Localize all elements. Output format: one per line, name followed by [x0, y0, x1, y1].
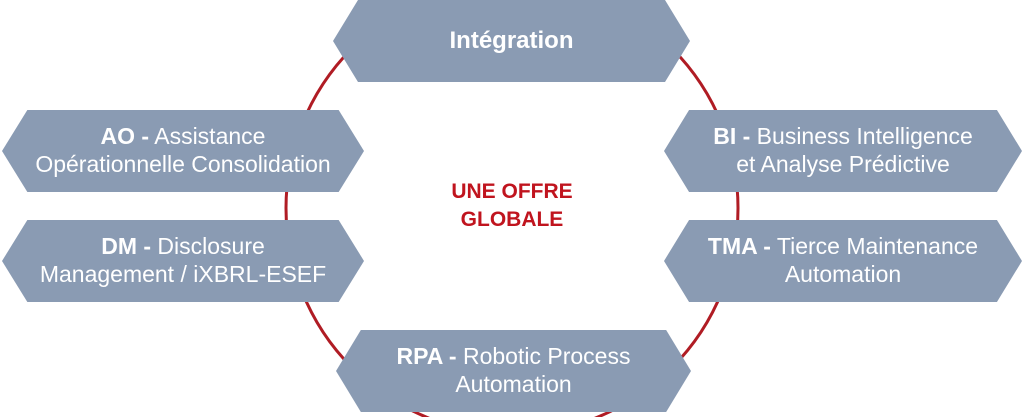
node-rpa-abbr: RPA -	[396, 343, 457, 370]
node-rpa-line2: Automation	[455, 371, 572, 397]
node-ao-line2: Opérationnelle Consolidation	[35, 151, 331, 177]
center-title-line1: UNE OFFRE	[451, 180, 573, 203]
node-bi-abbr: BI -	[713, 123, 751, 150]
node-tma: TMA - Tierce Maintenance Automation	[664, 220, 1022, 302]
node-rpa: RPA - Robotic Process Automation	[336, 330, 691, 412]
node-dm-title: Disclosure	[151, 233, 265, 260]
node-rpa-title: Robotic Process	[456, 343, 631, 370]
node-bi: BI - Business Intelligence et Analyse Pr…	[664, 110, 1022, 192]
node-tma-title: Tierce Maintenance	[770, 233, 979, 260]
node-dm-line1: DM - Disclosure	[101, 233, 265, 261]
node-ao-title: Assistance	[149, 123, 266, 150]
node-tma-line2: Automation	[784, 261, 902, 287]
node-bi-title: Business Intelligence	[750, 123, 973, 150]
node-dm-line2: Management / iXBRL-ESEF	[39, 261, 327, 287]
node-ao-abbr: AO -	[100, 123, 150, 150]
node-tma-abbr: TMA -	[707, 233, 771, 260]
node-integration: Intégration	[333, 0, 690, 82]
node-rpa-line1: RPA - Robotic Process	[397, 343, 631, 371]
ring-circle	[284, 0, 740, 417]
node-dm: DM - Disclosure Management / iXBRL-ESEF	[2, 220, 364, 302]
node-tma-line1: TMA - Tierce Maintenance	[708, 233, 978, 261]
node-ao-line1: AO - Assistance	[101, 123, 266, 151]
node-ao: AO - Assistance Opérationnelle Consolida…	[2, 110, 364, 192]
node-dm-abbr: DM -	[101, 233, 152, 260]
node-integration-label: Intégration	[449, 26, 574, 54]
center-title: UNE OFFRE GLOBALE	[412, 178, 612, 235]
node-bi-line2: et Analyse Prédictive	[736, 151, 950, 177]
node-bi-line1: BI - Business Intelligence	[713, 123, 973, 151]
center-title-line2: GLOBALE	[460, 208, 564, 232]
